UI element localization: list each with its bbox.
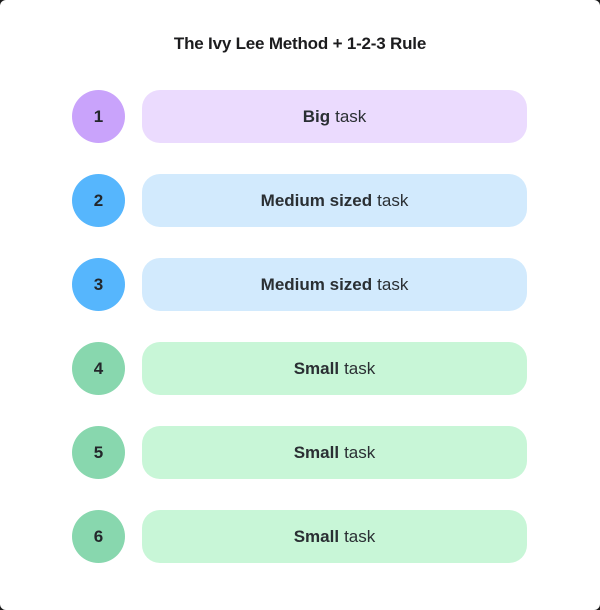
task-pill: Small task: [142, 426, 527, 479]
task-size-label: Small: [293, 526, 340, 546]
task-number-badge: 2: [72, 174, 125, 227]
task-number-badge: 6: [72, 510, 125, 563]
task-pill: Big task: [142, 90, 527, 143]
task-pill: Medium sized task: [142, 174, 527, 227]
task-suffix-label: task: [344, 358, 376, 378]
task-row-6: 6 Small task: [72, 510, 528, 563]
task-suffix-label: task: [377, 274, 409, 294]
task-size-label: Medium sized: [260, 274, 373, 294]
task-size-label: Small: [293, 358, 340, 378]
task-pill: Small task: [142, 510, 527, 563]
task-suffix-label: task: [344, 526, 376, 546]
task-suffix-label: task: [335, 106, 367, 126]
task-number-badge: 5: [72, 426, 125, 479]
task-pill: Medium sized task: [142, 258, 527, 311]
task-number-badge: 3: [72, 258, 125, 311]
task-number-badge: 1: [72, 90, 125, 143]
task-row-3: 3 Medium sized task: [72, 258, 528, 311]
task-suffix-label: task: [377, 190, 409, 210]
task-pill: Small task: [142, 342, 527, 395]
task-size-label: Small: [293, 442, 340, 462]
task-size-label: Medium sized: [260, 190, 373, 210]
task-row-1: 1 Big task: [72, 90, 528, 143]
task-number-badge: 4: [72, 342, 125, 395]
task-row-2: 2 Medium sized task: [72, 174, 528, 227]
task-row-4: 4 Small task: [72, 342, 528, 395]
task-size-label: Big: [302, 106, 331, 126]
diagram-title: The Ivy Lee Method + 1-2-3 Rule: [173, 34, 427, 53]
task-row-5: 5 Small task: [72, 426, 528, 479]
task-suffix-label: task: [344, 442, 376, 462]
